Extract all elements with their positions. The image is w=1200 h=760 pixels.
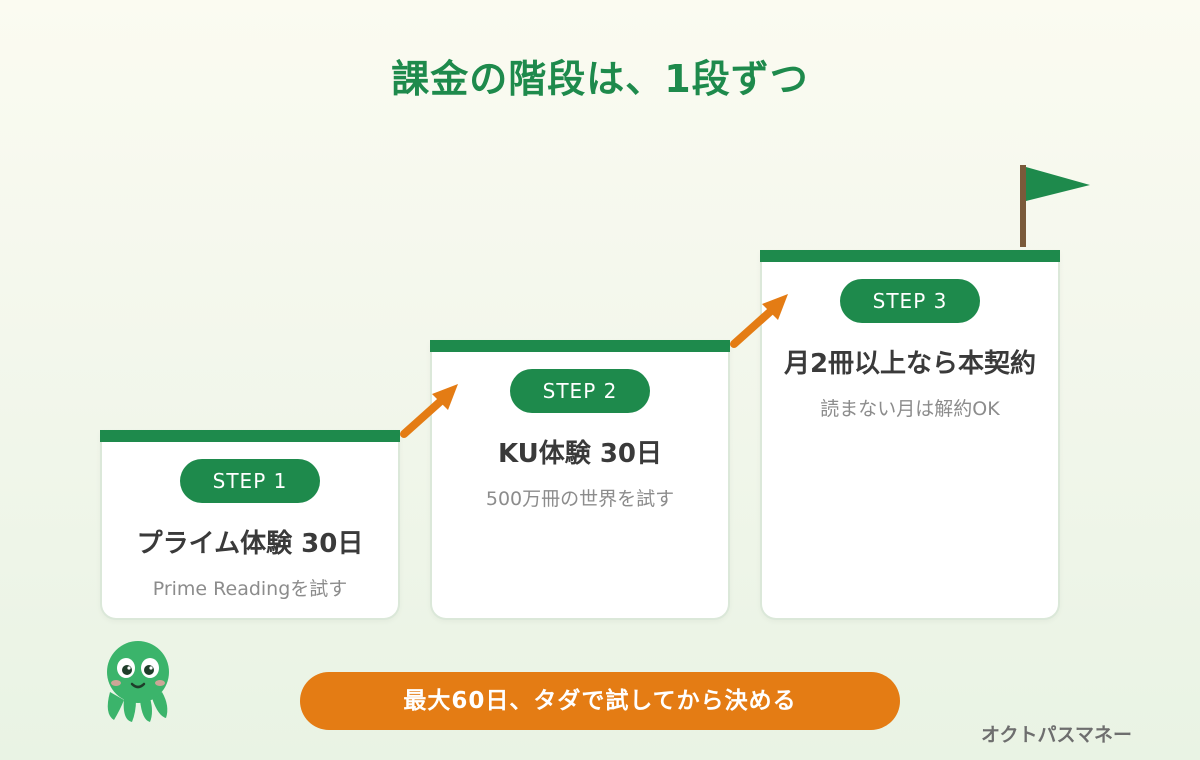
step-3-top-bar (760, 250, 1060, 262)
step-2-title: KU体験 30日 (497, 439, 663, 469)
step-1-subtitle: Prime Readingを試す (152, 578, 348, 600)
goal-flag-icon (1020, 165, 1090, 247)
page-title: 課金の階段は、1段ずつ (391, 57, 809, 101)
step-3-card: STEP 3 月2冊以上なら本契約 読まない月は解約OK (760, 250, 1060, 620)
octopus-mascot-icon (107, 641, 169, 722)
step-1-title: プライム体験 30日 (136, 529, 364, 559)
step-2-card: STEP 2 KU体験 30日 500万冊の世界を試す (430, 340, 730, 620)
step-2-badge: STEP 2 (510, 369, 650, 413)
brand-logo-text: オクトパスマネー (980, 724, 1132, 746)
step-1-top-bar (100, 430, 400, 442)
arrow-up-right-icon (400, 384, 458, 438)
step-3-title: 月2冊以上なら本契約 (783, 349, 1037, 379)
step-2-top-bar (430, 340, 730, 352)
step-3-subtitle: 読まない月は解約OK (820, 398, 1000, 420)
step-3-badge: STEP 3 (840, 279, 980, 323)
cta-banner: 最大60日、タダで試してから決める (300, 672, 900, 730)
step-2-subtitle: 500万冊の世界を試す (485, 488, 675, 510)
step-1-card: STEP 1 プライム体験 30日 Prime Readingを試す (100, 430, 400, 620)
step-1-badge: STEP 1 (180, 459, 320, 503)
arrow-up-right-icon (730, 294, 788, 348)
